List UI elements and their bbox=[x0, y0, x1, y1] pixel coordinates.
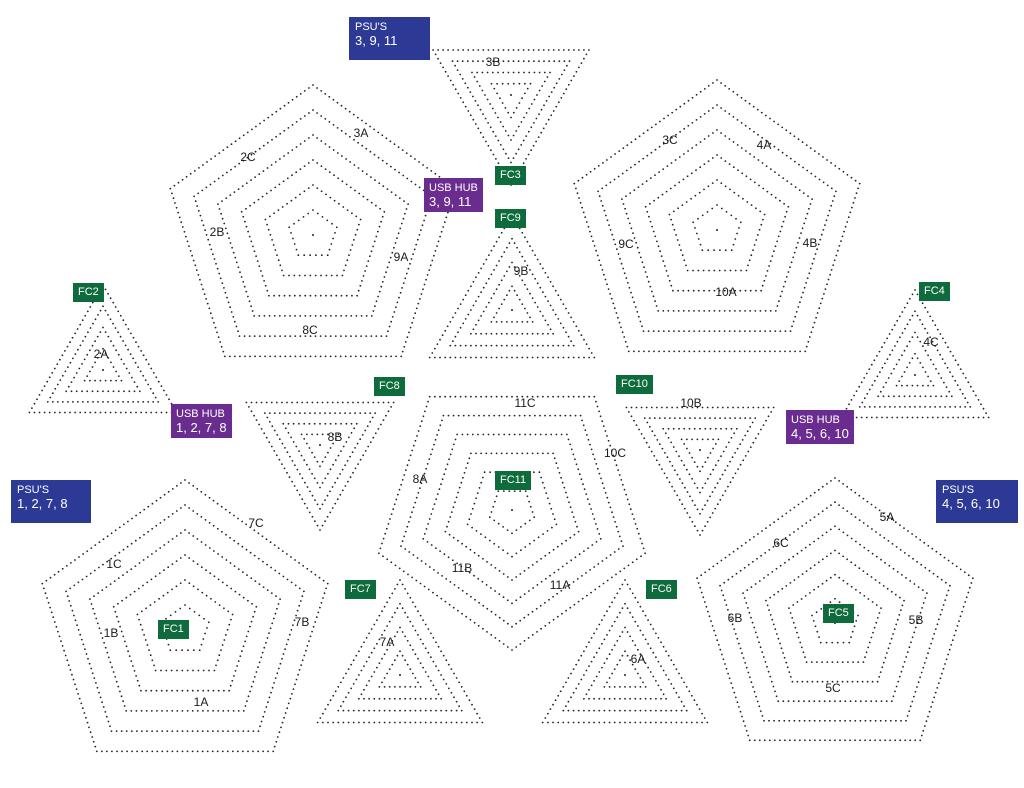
zone-label: 11A bbox=[549, 578, 571, 592]
zone-label: 9C bbox=[618, 237, 634, 251]
psu-members: 3, 9, 11 bbox=[355, 33, 398, 48]
panel-dot-rings bbox=[840, 289, 990, 419]
zone-label: 2A bbox=[93, 347, 109, 361]
zone-label: 1A bbox=[193, 695, 209, 709]
usb-hub-title: USB HUB bbox=[791, 414, 840, 426]
zone-label: 7B bbox=[294, 615, 310, 629]
zone-label: 2B bbox=[209, 225, 225, 239]
psu-group-1-2-7-8: PSU'S 1, 2, 7, 8 bbox=[11, 480, 91, 523]
usb-hub-title: USB HUB bbox=[429, 182, 478, 194]
zone-label: 7C bbox=[248, 516, 264, 530]
zone-label: 8C bbox=[302, 323, 318, 337]
usb-hub-3-9-11: USB HUB 3, 9, 11 bbox=[424, 178, 483, 212]
zone-label: 10A bbox=[715, 285, 737, 299]
zone-label: 7A bbox=[379, 635, 395, 649]
zone-label: 6B bbox=[727, 611, 743, 625]
controller-fc5: FC5 bbox=[823, 604, 854, 623]
panel-dot-rings bbox=[316, 579, 484, 724]
controller-fc3: FC3 bbox=[495, 166, 526, 185]
psu-group-3-9-11: PSU'S 3, 9, 11 bbox=[349, 17, 430, 60]
controller-fc10: FC10 bbox=[616, 375, 653, 394]
psu-title: PSU'S bbox=[17, 484, 50, 496]
zone-label: 3C bbox=[662, 133, 678, 147]
usb-hub-4-5-6-10: USB HUB 4, 5, 6, 10 bbox=[786, 410, 854, 444]
panel-dot-rings bbox=[169, 84, 457, 358]
panel-dot-rings bbox=[428, 214, 596, 359]
zone-label: 4A bbox=[756, 138, 772, 152]
zone-label: 6A bbox=[630, 652, 646, 666]
zone-label: 8B bbox=[327, 430, 343, 444]
panel-dot-rings bbox=[625, 406, 775, 536]
zone-label: 1B bbox=[103, 626, 119, 640]
controller-fc7: FC7 bbox=[345, 580, 376, 599]
zone-label: 8A bbox=[412, 472, 428, 486]
zone-label: 1C bbox=[106, 557, 122, 571]
panel-dot-rings bbox=[245, 401, 395, 531]
usb-hub-1-2-7-8: USB HUB 1, 2, 7, 8 bbox=[171, 404, 232, 438]
zone-label: 6C bbox=[773, 536, 789, 550]
controller-fc1: FC1 bbox=[158, 620, 189, 639]
psu-title: PSU'S bbox=[355, 21, 388, 33]
usb-hub-members: 4, 5, 6, 10 bbox=[791, 426, 849, 441]
zone-label: 4C bbox=[923, 335, 939, 349]
zone-label: 5B bbox=[908, 613, 924, 627]
panel-dot-rings bbox=[541, 579, 709, 724]
controller-fc4: FC4 bbox=[919, 282, 950, 301]
zone-label: 2C bbox=[240, 150, 256, 164]
zone-label: 3A bbox=[353, 126, 369, 140]
controller-fc11: FC11 bbox=[495, 471, 532, 490]
zone-label: 9B bbox=[513, 264, 529, 278]
controller-fc6: FC6 bbox=[646, 580, 677, 599]
panel-dot-rings bbox=[573, 79, 861, 353]
psu-title: PSU'S bbox=[942, 484, 975, 496]
psu-members: 4, 5, 6, 10 bbox=[942, 496, 1000, 511]
panel-dot-rings bbox=[28, 284, 178, 414]
zone-label: 5A bbox=[879, 510, 895, 524]
panel-dot-rings bbox=[378, 395, 646, 651]
zone-label: 10B bbox=[680, 396, 702, 410]
controller-fc2: FC2 bbox=[73, 283, 104, 302]
usb-hub-members: 1, 2, 7, 8 bbox=[176, 420, 227, 435]
zone-label: 3B bbox=[485, 55, 501, 69]
zone-label: 9A bbox=[393, 250, 409, 264]
controller-fc8: FC8 bbox=[374, 377, 405, 396]
psu-members: 1, 2, 7, 8 bbox=[17, 496, 68, 511]
panel-dot-rings bbox=[41, 479, 329, 753]
usb-hub-members: 3, 9, 11 bbox=[429, 194, 472, 209]
zone-label: 11B bbox=[451, 561, 473, 575]
controller-fc9: FC9 bbox=[495, 209, 526, 228]
zone-label: 10C bbox=[603, 446, 627, 460]
panel-dot-rings bbox=[696, 477, 974, 742]
zone-label: 5C bbox=[825, 681, 841, 695]
usb-hub-title: USB HUB bbox=[176, 408, 225, 420]
zone-label: 11C bbox=[514, 396, 536, 410]
psu-group-4-5-6-10: PSU'S 4, 5, 6, 10 bbox=[936, 480, 1018, 523]
zone-label: 4B bbox=[802, 236, 818, 250]
